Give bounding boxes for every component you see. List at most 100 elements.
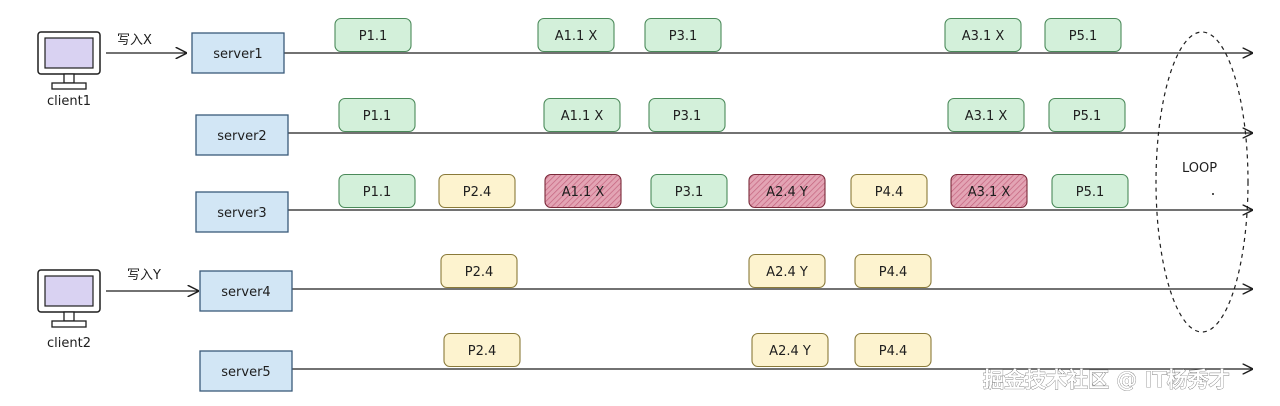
message-rect [650, 173, 728, 209]
message-box: P5.1 [1044, 17, 1122, 53]
message-rect [440, 253, 518, 289]
message-label: A1.1 X [562, 185, 605, 200]
message-rect [748, 253, 826, 289]
message-rect [950, 173, 1028, 209]
loop-region: LOOP [1155, 31, 1249, 333]
message-box: P5.1 [1051, 173, 1129, 209]
server5-label: server5 [221, 365, 270, 380]
message-box: P1.1 [338, 173, 416, 209]
message-box: A1.1 X [543, 97, 621, 133]
message-box: A1.1 X [537, 17, 615, 53]
server4-row: server4 P2.4 A2.4 Y P4.4 [199, 253, 1252, 312]
message-box: P1.1 [338, 97, 416, 133]
message-box: P3.1 [644, 17, 722, 53]
server4-box [199, 270, 293, 312]
message-box: A3.1 X [950, 173, 1028, 209]
monitor-icon [37, 269, 101, 328]
message-box: A2.4 Y [748, 253, 826, 289]
message-rect [338, 173, 416, 209]
message-label: P3.1 [669, 29, 698, 44]
server5-row: server5 P2.4 A2.4 Y P4.4 [199, 332, 1252, 392]
client2-node: client2 写入Y [37, 268, 198, 351]
monitor-icon [37, 31, 101, 90]
message-label: P4.4 [875, 185, 904, 200]
message-label: P5.1 [1069, 29, 1098, 44]
client1-label: client1 [47, 94, 91, 109]
message-box: A3.1 X [947, 97, 1025, 133]
message-label: A2.4 Y [766, 265, 808, 280]
message-label: A3.1 X [965, 109, 1008, 124]
client1-action: 写入X [117, 33, 152, 48]
message-rect [338, 97, 416, 133]
message-rect [537, 17, 615, 53]
message-box: A2.4 Y [748, 173, 826, 209]
message-label: A2.4 Y [769, 344, 811, 359]
loop-ellipse [1155, 31, 1249, 333]
message-label: P1.1 [363, 185, 392, 200]
message-label: P5.1 [1076, 185, 1105, 200]
message-label: P4.4 [879, 265, 908, 280]
message-rect [644, 17, 722, 53]
client2-action: 写入Y [127, 268, 161, 283]
message-rect [854, 253, 932, 289]
message-box: A2.4 Y [751, 332, 829, 368]
message-rect [1051, 173, 1129, 209]
message-rect [944, 17, 1022, 53]
server3-box [195, 191, 289, 233]
message-rect [334, 17, 412, 53]
message-box: P3.1 [648, 97, 726, 133]
message-label: A1.1 X [555, 29, 598, 44]
server3-label: server3 [217, 206, 266, 221]
loop-dot [1212, 193, 1214, 195]
message-label: P4.4 [879, 344, 908, 359]
message-label: A3.1 X [962, 29, 1005, 44]
message-label: A2.4 Y [766, 185, 808, 200]
server2-row: server2 P1.1 A1.1 X P3.1 A3.1 X P5.1 [195, 97, 1252, 156]
message-rect [854, 332, 932, 368]
message-rect [1044, 17, 1122, 53]
message-rect [648, 97, 726, 133]
server4-label: server4 [221, 285, 270, 300]
message-label: A1.1 X [561, 109, 604, 124]
message-box: P5.1 [1048, 97, 1126, 133]
message-rect [751, 332, 829, 368]
server5-box [199, 350, 293, 392]
message-label: P1.1 [359, 29, 388, 44]
server1-box [191, 32, 285, 74]
server3-row: server3 P1.1 P2.4 A1.1 X P3.1 A2.4 Y P4.4 A3.1 … [195, 173, 1252, 233]
message-rect [748, 173, 826, 209]
message-label: P1.1 [363, 109, 392, 124]
message-label: P3.1 [673, 109, 702, 124]
client1-node: client1 写入X [37, 31, 186, 109]
message-box: P4.4 [854, 253, 932, 289]
message-rect [947, 97, 1025, 133]
message-box: A1.1 X [544, 173, 622, 209]
message-box: P2.4 [438, 173, 516, 209]
message-rect [850, 173, 928, 209]
message-rect [443, 332, 521, 368]
message-box: P4.4 [850, 173, 928, 209]
loop-label: LOOP [1182, 161, 1217, 176]
message-box: P2.4 [440, 253, 518, 289]
message-label: P2.4 [468, 344, 497, 359]
client2-label: client2 [47, 336, 91, 351]
server1-row: server1 P1.1 A1.1 X P3.1 A3.1 X P5.1 [191, 17, 1252, 74]
server1-label: server1 [213, 47, 262, 62]
server2-label: server2 [217, 129, 266, 144]
watermark: 掘金技术社区 @ IT杨秀才 [983, 368, 1230, 392]
message-rect [543, 97, 621, 133]
message-box: A3.1 X [944, 17, 1022, 53]
message-box: P1.1 [334, 17, 412, 53]
message-rect [438, 173, 516, 209]
message-box: P3.1 [650, 173, 728, 209]
message-box: P4.4 [854, 332, 932, 368]
message-label: P2.4 [463, 185, 492, 200]
server2-box [195, 114, 289, 156]
message-label: A3.1 X [968, 185, 1011, 200]
message-label: P2.4 [465, 265, 494, 280]
message-label: P3.1 [675, 185, 704, 200]
message-label: P5.1 [1073, 109, 1102, 124]
message-rect [544, 173, 622, 209]
